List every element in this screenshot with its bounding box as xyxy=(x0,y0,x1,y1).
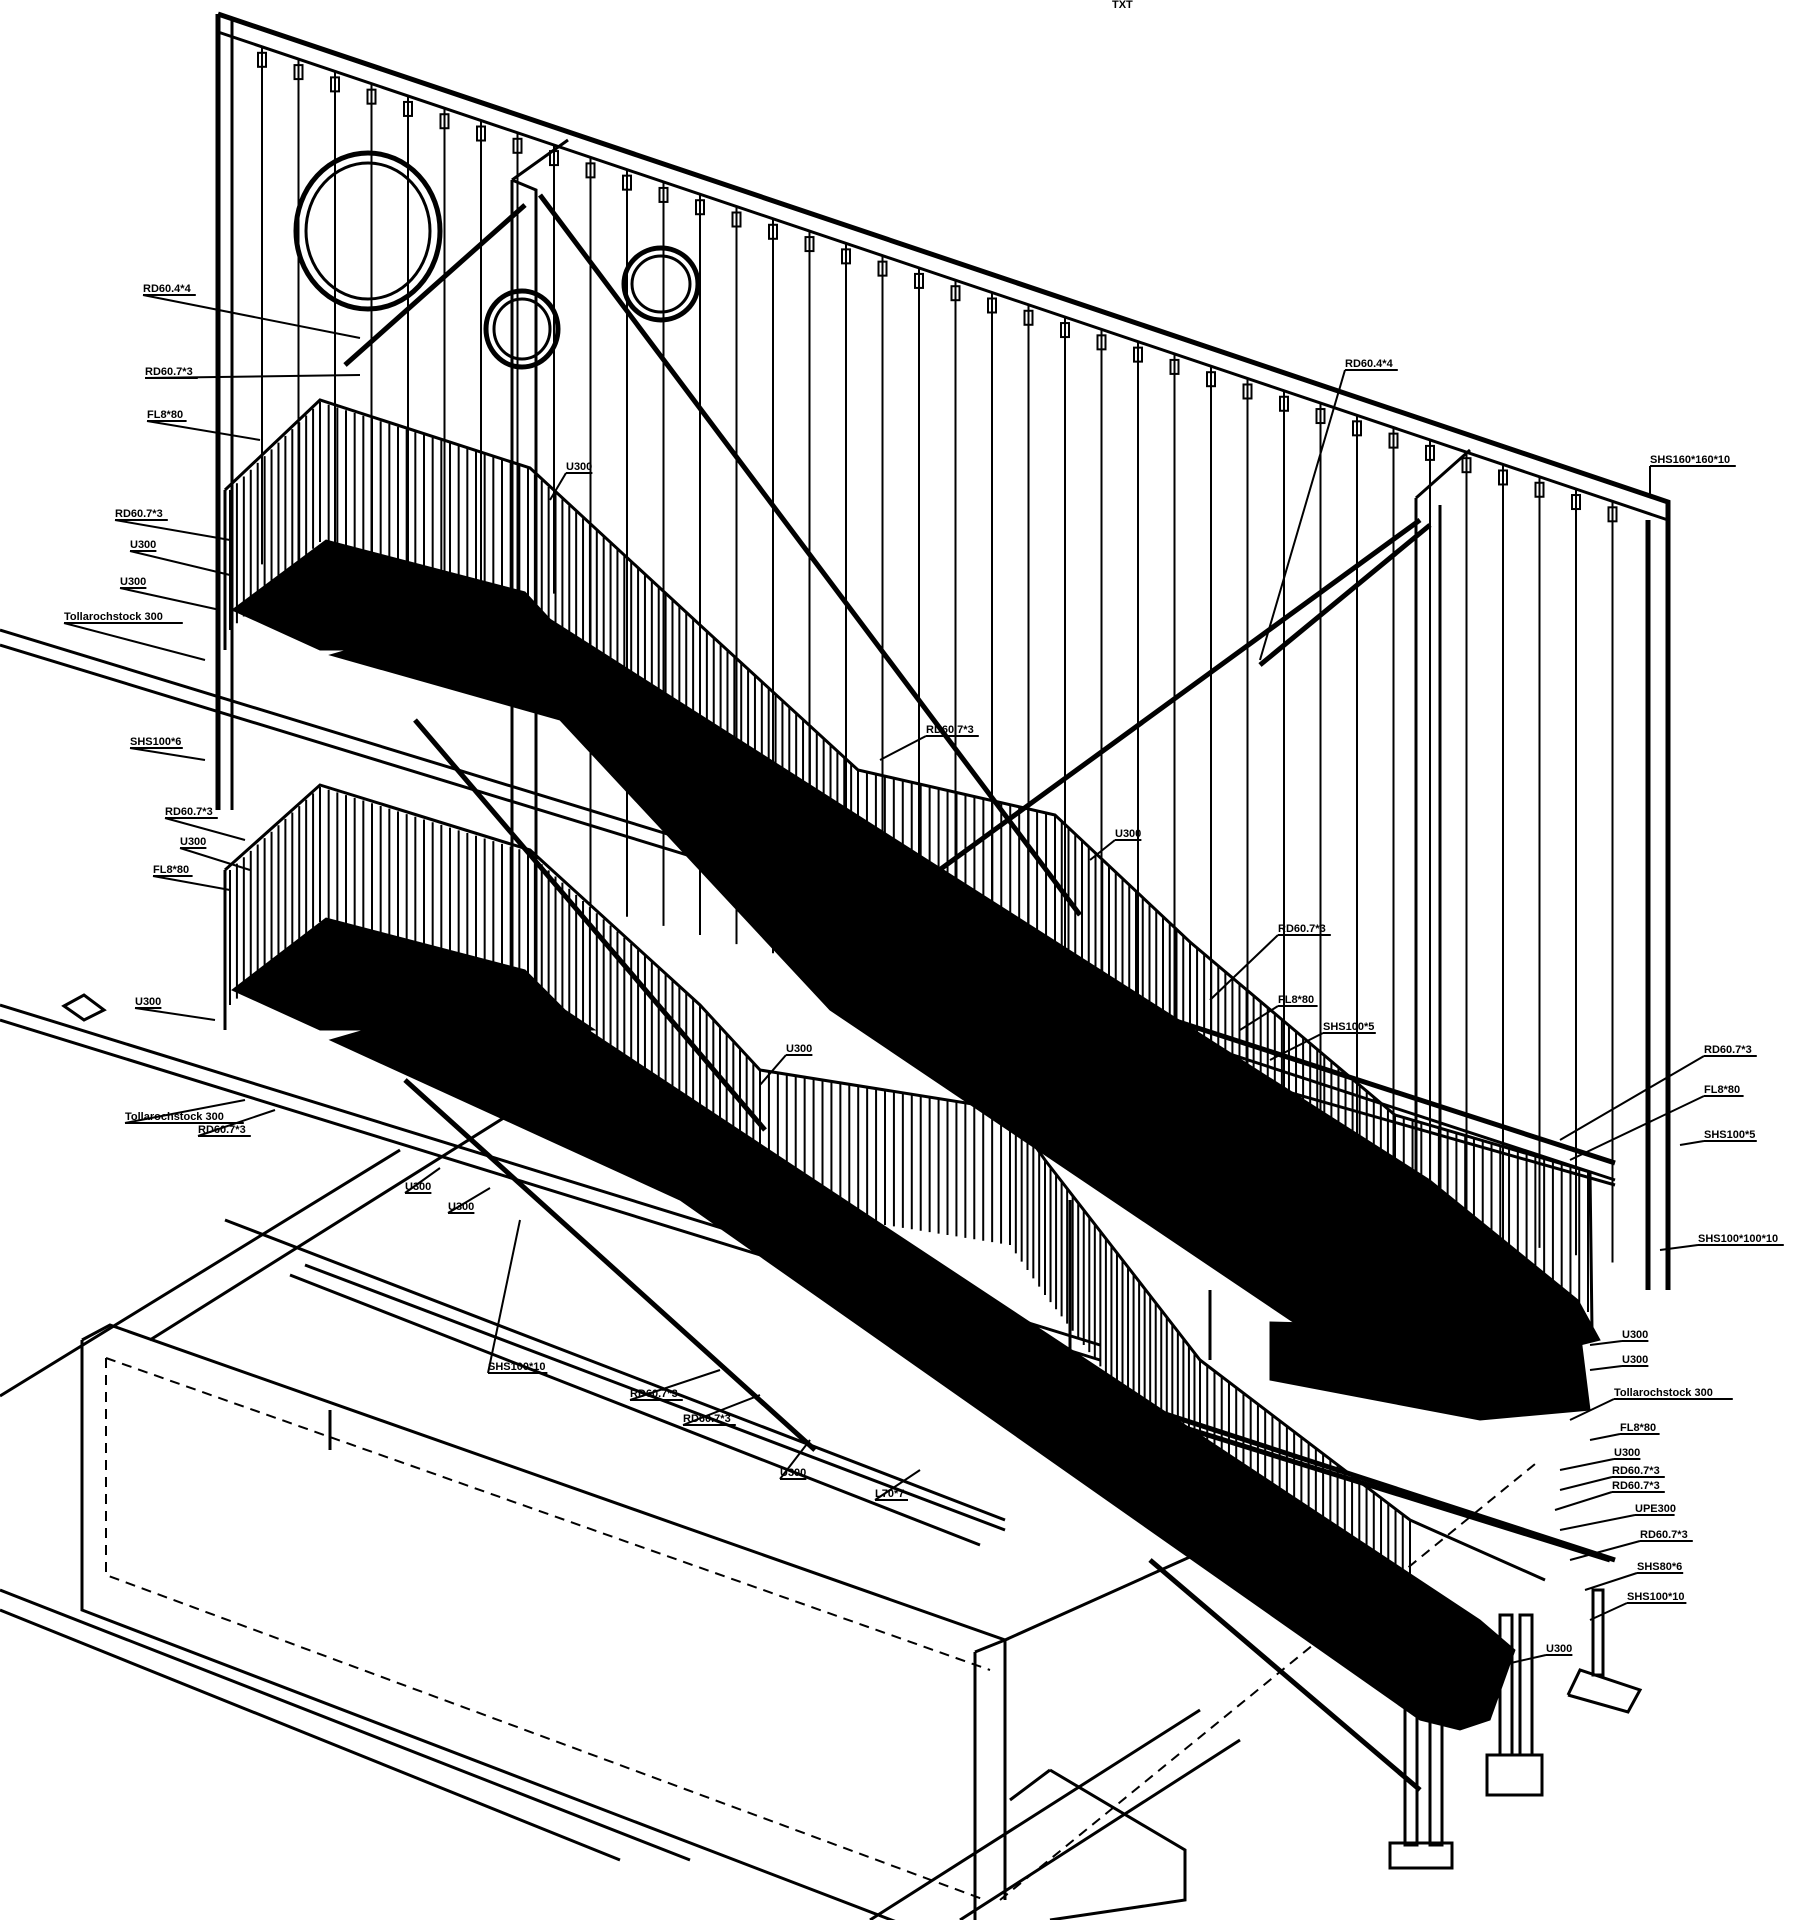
leader-line xyxy=(152,875,231,891)
member-label: RD60.7*3 xyxy=(165,806,213,818)
member-label: SHS100*100*10 xyxy=(1698,1233,1778,1245)
leader-line xyxy=(142,294,361,339)
member-label: RD60.7*3 xyxy=(1278,923,1326,935)
member-label: U300 xyxy=(1622,1354,1648,1366)
member-label: RD60.7*3 xyxy=(1704,1044,1752,1056)
leader-line xyxy=(682,1394,761,1426)
leader-line xyxy=(179,847,251,871)
member-label: SHS100*10 xyxy=(488,1361,546,1373)
top-mark: TXT xyxy=(1112,0,1133,11)
member-label: U300 xyxy=(1115,828,1141,840)
member-label: FL8*80 xyxy=(147,409,183,421)
leader-line xyxy=(447,1187,491,1214)
leader-line xyxy=(1569,1398,1615,1421)
member-label: RD60.7*3 xyxy=(1612,1480,1660,1492)
leader-line xyxy=(119,587,221,611)
leader-line xyxy=(146,420,261,441)
leader-line xyxy=(1589,1602,1628,1621)
lower-guard-infill xyxy=(229,787,1411,1655)
upper-guard-infill xyxy=(229,402,1589,1312)
leader-line xyxy=(629,1369,721,1401)
member-label: SHS100*5 xyxy=(1704,1129,1755,1141)
leader-line xyxy=(1589,1340,1623,1346)
horizontal-beams xyxy=(0,628,1616,1563)
leader-line xyxy=(1554,1491,1613,1511)
member-label: FL8*80 xyxy=(1704,1084,1740,1096)
leader-line xyxy=(124,1099,246,1124)
leader-line xyxy=(759,1054,787,1086)
leader-line xyxy=(1209,934,1279,1001)
leader-line xyxy=(1479,1654,1547,1671)
leader-line xyxy=(879,735,927,761)
leader-line xyxy=(1659,1244,1699,1251)
leader-line xyxy=(487,1219,521,1374)
member-label: UPE300 xyxy=(1635,1503,1676,1515)
leader-line xyxy=(1589,1365,1623,1371)
member-label: U300 xyxy=(1614,1447,1640,1459)
leader-line xyxy=(197,1109,276,1137)
leader-line xyxy=(129,747,206,761)
leader-line xyxy=(1559,1055,1705,1141)
leader-line xyxy=(1239,1005,1279,1031)
member-label: RD60.7*3 xyxy=(145,366,193,378)
leader-line xyxy=(1569,1095,1705,1161)
leader-line xyxy=(1559,1476,1613,1491)
leader-line xyxy=(1679,1140,1705,1146)
member-label: Tollarochstock 300 xyxy=(125,1111,224,1123)
member-label: U300 xyxy=(786,1043,812,1055)
leader-line xyxy=(404,1167,441,1194)
leader-line xyxy=(144,374,361,379)
leader-line xyxy=(1584,1572,1638,1591)
member-label: U300 xyxy=(1546,1643,1572,1655)
concrete-foundation xyxy=(0,993,1541,1920)
leader-line xyxy=(1559,1514,1636,1531)
back-wall-frame xyxy=(215,11,1671,1290)
member-label: RD60.7*3 xyxy=(1612,1465,1660,1477)
leader-line xyxy=(549,472,567,501)
member-label: SHS100*10 xyxy=(1627,1591,1685,1603)
leader-line xyxy=(874,1469,921,1501)
member-label: RD60.7*3 xyxy=(1640,1529,1688,1541)
member-label: RD60.7*3 xyxy=(115,508,163,520)
leader-line xyxy=(1259,369,1346,661)
member-label: SHS160*160*10 xyxy=(1650,454,1730,466)
member-label: L70*7 xyxy=(875,1488,904,1500)
leader-line xyxy=(129,550,231,576)
leader-line xyxy=(134,1007,216,1021)
leader-line xyxy=(1269,1032,1324,1061)
leader-line xyxy=(1089,839,1116,861)
member-label: RD60.4*4 xyxy=(143,283,192,295)
member-label: U300 xyxy=(120,576,146,588)
leader-line xyxy=(164,817,246,841)
support-posts xyxy=(1388,1588,1643,1870)
member-label: FL8*80 xyxy=(153,864,189,876)
member-label: Tollarochstock 300 xyxy=(64,611,163,623)
member-callouts: RD60.4*4RD60.7*3FL8*80RD60.7*3U300U300To… xyxy=(63,283,1784,1671)
leader-line xyxy=(1569,1540,1641,1561)
member-label: U300 xyxy=(135,996,161,1008)
member-label: SHS100*5 xyxy=(1323,1021,1374,1033)
member-label: Tollarochstock 300 xyxy=(1614,1387,1713,1399)
circular-openings xyxy=(293,150,701,370)
member-label: U300 xyxy=(566,461,592,473)
member-label: U300 xyxy=(180,836,206,848)
member-label: SHS80*6 xyxy=(1637,1561,1682,1573)
leader-line xyxy=(1589,1433,1621,1441)
diagonal-supports xyxy=(403,718,1422,1792)
leader-line xyxy=(63,622,206,661)
member-label: U300 xyxy=(130,539,156,551)
member-label: RD60.7*3 xyxy=(926,724,974,736)
member-label: RD60.7*3 xyxy=(683,1413,731,1425)
member-label: U300 xyxy=(405,1181,431,1193)
member-label: U300 xyxy=(1622,1329,1648,1341)
member-label: FL8*80 xyxy=(1278,994,1314,1006)
member-label: RD60.4*4 xyxy=(1345,358,1394,370)
leader-line xyxy=(779,1439,811,1480)
member-label: SHS100*6 xyxy=(130,736,181,748)
leader-line xyxy=(114,519,231,541)
leader-line xyxy=(1559,1458,1615,1471)
member-label: FL8*80 xyxy=(1620,1422,1656,1434)
